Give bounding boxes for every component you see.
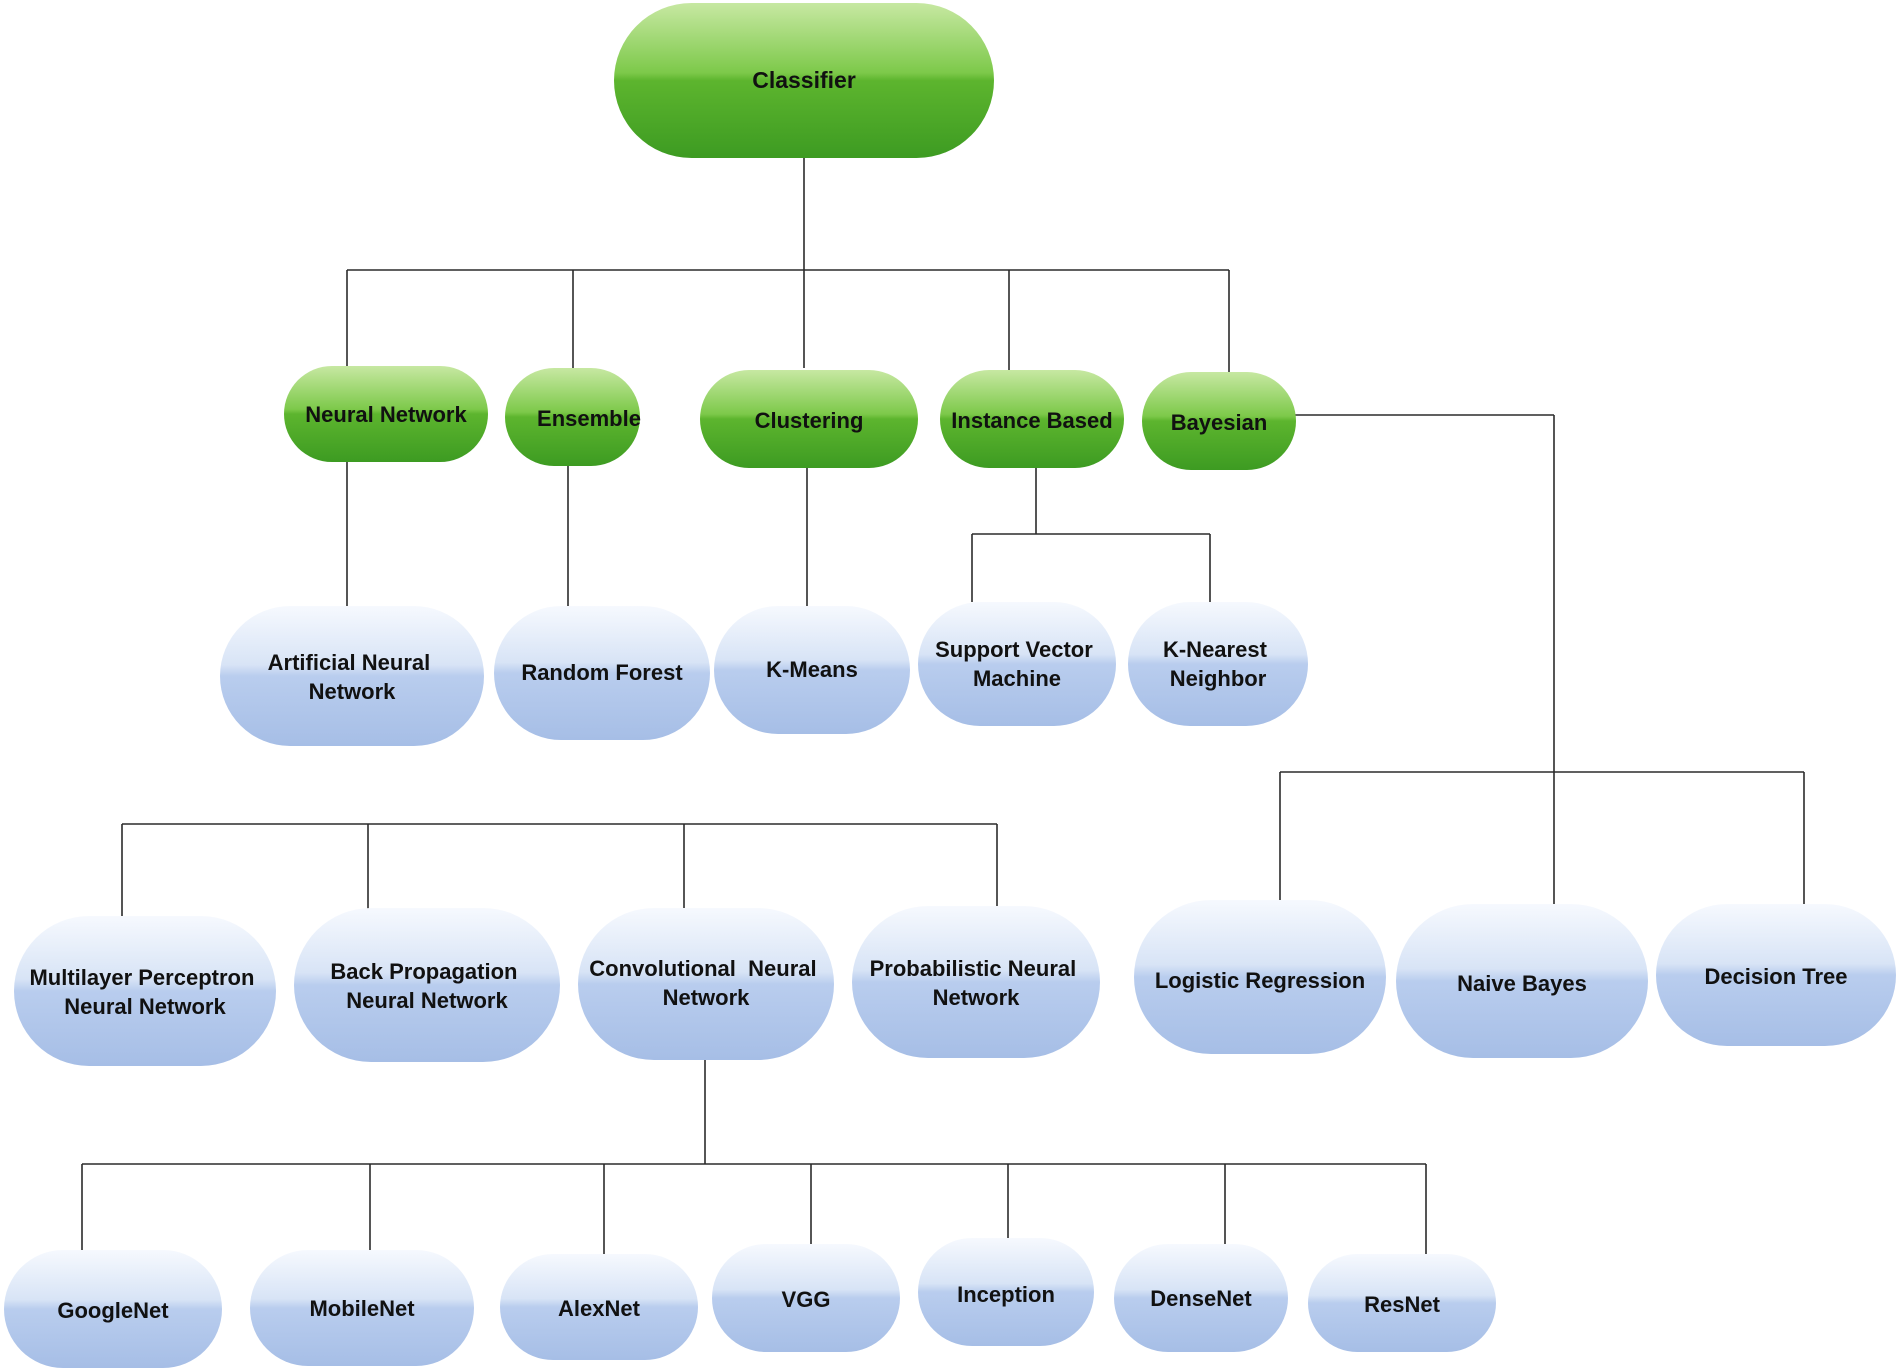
cnn-model-node-resnet[interactable]: ResNet <box>1308 1254 1496 1352</box>
connector-lines <box>81 155 1805 1256</box>
bayes-type-node-naive-bayes[interactable]: Naive Bayes <box>1396 904 1648 1058</box>
nn-type-node-mlp[interactable]: Multilayer Perceptron Neural Network <box>14 916 276 1066</box>
node-label: Classifier <box>752 67 856 93</box>
label-line: K-Nearest <box>1163 637 1268 662</box>
node-label: Random Forest <box>521 660 683 685</box>
node-label: Back Propagation Neural Network <box>330 959 523 1013</box>
category-node-instance-based[interactable]: Instance Based <box>940 370 1124 468</box>
node-label: Convolutional Neural Network <box>589 956 822 1010</box>
category-node-bayesian[interactable]: Bayesian <box>1142 372 1296 470</box>
label-line: Network <box>309 679 397 704</box>
label-line: Network <box>933 985 1021 1010</box>
node-label: DenseNet <box>1150 1286 1252 1311</box>
label-line: Probabilistic Neural <box>870 956 1077 981</box>
cnn-model-node-densenet[interactable]: DenseNet <box>1114 1244 1288 1352</box>
cnn-model-node-alexnet[interactable]: AlexNet <box>500 1254 698 1360</box>
category-node-clustering[interactable]: Clustering <box>700 370 918 468</box>
node-label: Inception <box>957 1282 1055 1307</box>
label-line: Neighbor <box>1170 666 1267 691</box>
method-node-random-forest[interactable]: Random Forest <box>494 606 710 740</box>
diagram-nodes: Classifier Neural Network Ensemble Clust… <box>4 3 1896 1368</box>
label-line: Network <box>663 985 751 1010</box>
cnn-model-node-googlenet[interactable]: GoogleNet <box>4 1250 222 1368</box>
method-node-svm[interactable]: Support Vector Machine <box>918 602 1116 726</box>
node-label: Bayesian <box>1171 410 1268 435</box>
bayes-type-node-logistic-regression[interactable]: Logistic Regression <box>1134 900 1386 1054</box>
category-node-ensemble[interactable]: Ensemble <box>505 368 641 466</box>
node-label: AlexNet <box>558 1296 641 1321</box>
label-line: Neural Network <box>346 988 508 1013</box>
bayes-type-node-decision-tree[interactable]: Decision Tree <box>1656 904 1896 1046</box>
cnn-model-node-mobilenet[interactable]: MobileNet <box>250 1250 474 1366</box>
node-label: Ensemble <box>537 406 641 431</box>
node-label: Multilayer Perceptron Neural Network <box>29 965 260 1019</box>
cnn-model-node-vgg[interactable]: VGG <box>712 1244 900 1352</box>
node-label: K-Nearest Neighbor <box>1163 637 1273 691</box>
node-label: K-Means <box>766 657 858 682</box>
label-line: Artificial Neural <box>268 650 431 675</box>
node-label: Instance Based <box>951 408 1112 433</box>
label-line: Support Vector <box>935 637 1093 662</box>
nn-type-node-pnn[interactable]: Probabilistic Neural Network <box>852 906 1100 1058</box>
method-node-knn[interactable]: K-Nearest Neighbor <box>1128 602 1308 726</box>
node-label: VGG <box>782 1287 831 1312</box>
label-line: Back Propagation <box>330 959 517 984</box>
root-node[interactable]: Classifier <box>614 3 994 158</box>
node-label: Support Vector Machine <box>935 637 1099 691</box>
label-line: Convolutional Neural <box>589 956 816 981</box>
node-label: Decision Tree <box>1704 964 1847 989</box>
category-node-neural-network[interactable]: Neural Network <box>284 366 488 462</box>
nn-type-node-cnn[interactable]: Convolutional Neural Network <box>578 908 834 1060</box>
label-line: Neural Network <box>64 994 226 1019</box>
node-label: ResNet <box>1364 1292 1440 1317</box>
cnn-model-node-inception[interactable]: Inception <box>918 1238 1094 1346</box>
node-label: Neural Network <box>305 402 467 427</box>
label-line: Multilayer Perceptron <box>29 965 254 990</box>
node-label: Logistic Regression <box>1155 968 1365 993</box>
node-label: Naive Bayes <box>1457 971 1587 996</box>
node-label: GoogleNet <box>57 1298 169 1323</box>
node-label: MobileNet <box>309 1296 415 1321</box>
label-line: Machine <box>973 666 1061 691</box>
method-node-kmeans[interactable]: K-Means <box>714 606 910 734</box>
node-label: Clustering <box>755 408 864 433</box>
node-label: Probabilistic Neural Network <box>870 956 1083 1010</box>
method-node-ann[interactable]: Artificial Neural Network <box>220 606 484 746</box>
node-label: Artificial Neural Network <box>268 650 437 704</box>
nn-type-node-back-propagation[interactable]: Back Propagation Neural Network <box>294 908 560 1062</box>
